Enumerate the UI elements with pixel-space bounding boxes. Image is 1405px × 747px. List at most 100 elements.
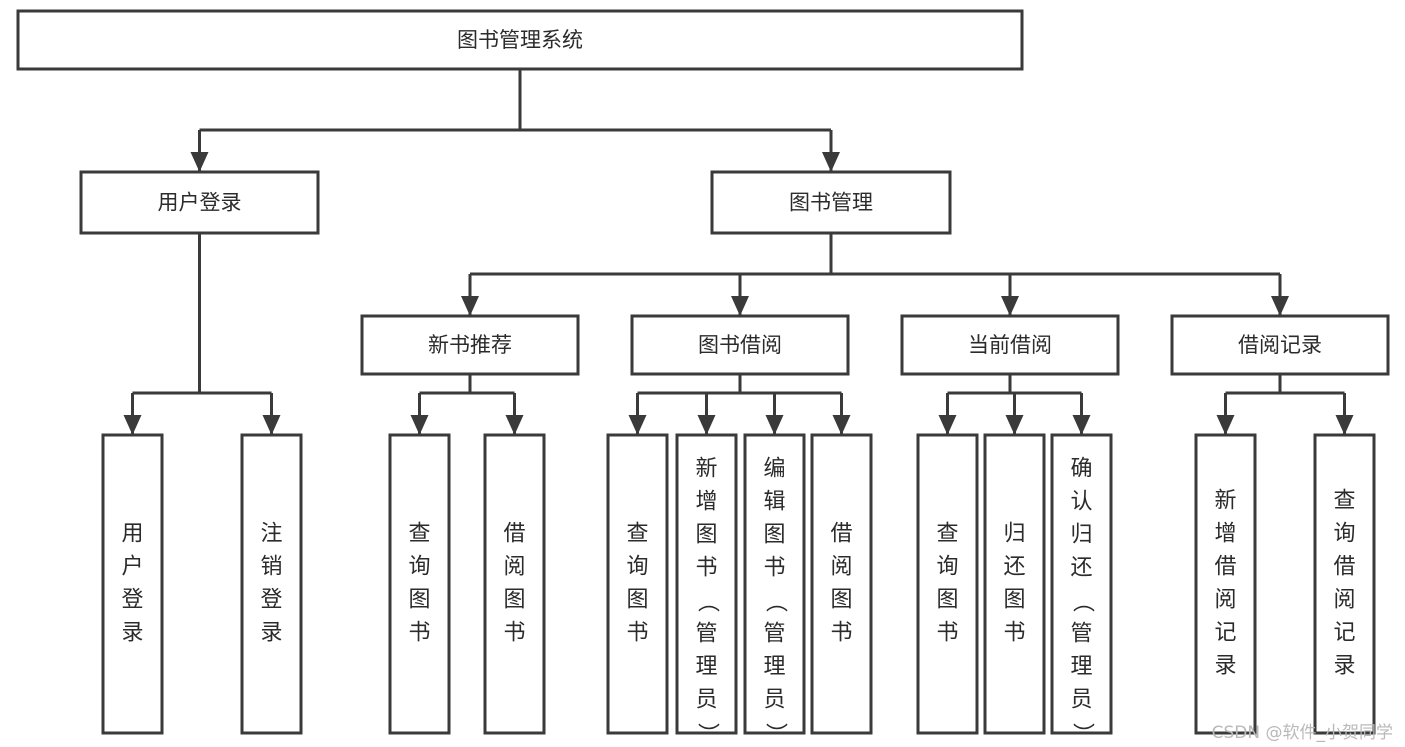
node-box: [743, 433, 806, 735]
node-box: [1194, 433, 1257, 735]
svg-text:阅: 阅: [1333, 588, 1355, 613]
svg-text:理: 理: [1070, 655, 1092, 680]
svg-text:询: 询: [1333, 522, 1355, 547]
svg-text:还: 还: [1070, 556, 1092, 581]
svg-text:查: 查: [408, 522, 430, 547]
node-user-login[interactable]: 用户登录: [79, 170, 320, 235]
node-label: 图书管理: [789, 191, 873, 215]
node-borrow-record[interactable]: 借阅记录: [1170, 314, 1390, 376]
svg-text:询: 询: [936, 555, 958, 580]
node-label: 当前借阅: [968, 333, 1052, 357]
svg-text:图: 图: [1003, 588, 1025, 613]
node-book-manage[interactable]: 图书管理: [710, 170, 952, 235]
svg-text:还: 还: [1003, 555, 1025, 580]
svg-text:图: 图: [695, 523, 717, 548]
node-box: [630, 314, 850, 376]
svg-text:图: 图: [830, 588, 852, 613]
node-box: [916, 433, 979, 735]
svg-text:查: 查: [936, 522, 958, 547]
arrow-head-icon: [1335, 415, 1354, 435]
node-box: [16, 9, 1024, 71]
svg-text:录: 录: [260, 621, 282, 646]
node-box: [900, 314, 1120, 376]
svg-text:理: 理: [695, 655, 717, 680]
svg-text:）: ）: [1070, 722, 1095, 744]
svg-text:增: 增: [695, 490, 717, 515]
svg-text:图: 图: [408, 588, 430, 613]
node-label: 用户登录: [121, 522, 143, 646]
svg-text:书: 书: [936, 621, 958, 646]
svg-text:录: 录: [1333, 654, 1355, 679]
svg-text:归: 归: [1003, 522, 1025, 547]
arrow-head-icon: [505, 415, 524, 435]
svg-text:询: 询: [626, 555, 648, 580]
svg-text:注: 注: [260, 522, 282, 547]
arrow-head-icon: [731, 296, 749, 316]
node-box: [1170, 314, 1390, 376]
svg-text:）: ）: [763, 722, 788, 744]
svg-text:增: 增: [1214, 522, 1236, 547]
node-current-borrow[interactable]: 当前借阅: [900, 314, 1120, 376]
svg-text:管: 管: [695, 622, 717, 647]
svg-text:图: 图: [503, 588, 525, 613]
node-box: [388, 433, 451, 735]
arrow-head-icon: [1271, 296, 1289, 316]
arrow-head-icon: [822, 152, 840, 172]
node-new-book-recommend[interactable]: 新书推荐: [360, 314, 580, 376]
svg-text:借: 借: [503, 522, 525, 547]
arrow-head-icon: [1216, 415, 1235, 435]
arrow-head-icon: [1072, 415, 1091, 435]
svg-text:阅: 阅: [830, 555, 852, 580]
node-leaf-user-login[interactable]: 用户登录: [101, 433, 164, 735]
node-box: [1050, 433, 1113, 735]
arrow-head-icon: [262, 415, 281, 435]
node-label: 图书借阅: [698, 333, 782, 357]
node-box: [483, 433, 546, 735]
svg-text:查: 查: [626, 522, 648, 547]
node-box: [240, 433, 303, 735]
connector-layer: [123, 69, 1354, 435]
svg-text:图: 图: [626, 588, 648, 613]
svg-text:认: 认: [1070, 490, 1092, 515]
node-root[interactable]: 图书管理系统: [16, 9, 1024, 71]
arrow-head-icon: [938, 415, 957, 435]
node-box: [606, 433, 669, 735]
node-book-borrow[interactable]: 图书借阅: [630, 314, 850, 376]
svg-text:记: 记: [1333, 621, 1355, 646]
svg-text:（: （: [1070, 590, 1095, 612]
svg-text:阅: 阅: [1214, 588, 1236, 613]
node-layer: 图书管理系统用户登录图书管理新书推荐图书借阅当前借阅借阅记录用户登录注销登录查询…: [16, 9, 1390, 745]
node-box: [983, 433, 1046, 735]
svg-text:询: 询: [408, 555, 430, 580]
svg-text:记: 记: [1214, 621, 1236, 646]
svg-text:阅: 阅: [503, 555, 525, 580]
svg-text:辑: 辑: [763, 490, 785, 515]
arrow-head-icon: [1001, 296, 1019, 316]
svg-text:编: 编: [763, 457, 785, 482]
svg-text:借: 借: [1214, 555, 1236, 580]
watermark-label: CSDN @软件_小贺同学: [1211, 723, 1393, 743]
svg-text:（: （: [695, 590, 720, 612]
svg-text:书: 书: [408, 621, 430, 646]
